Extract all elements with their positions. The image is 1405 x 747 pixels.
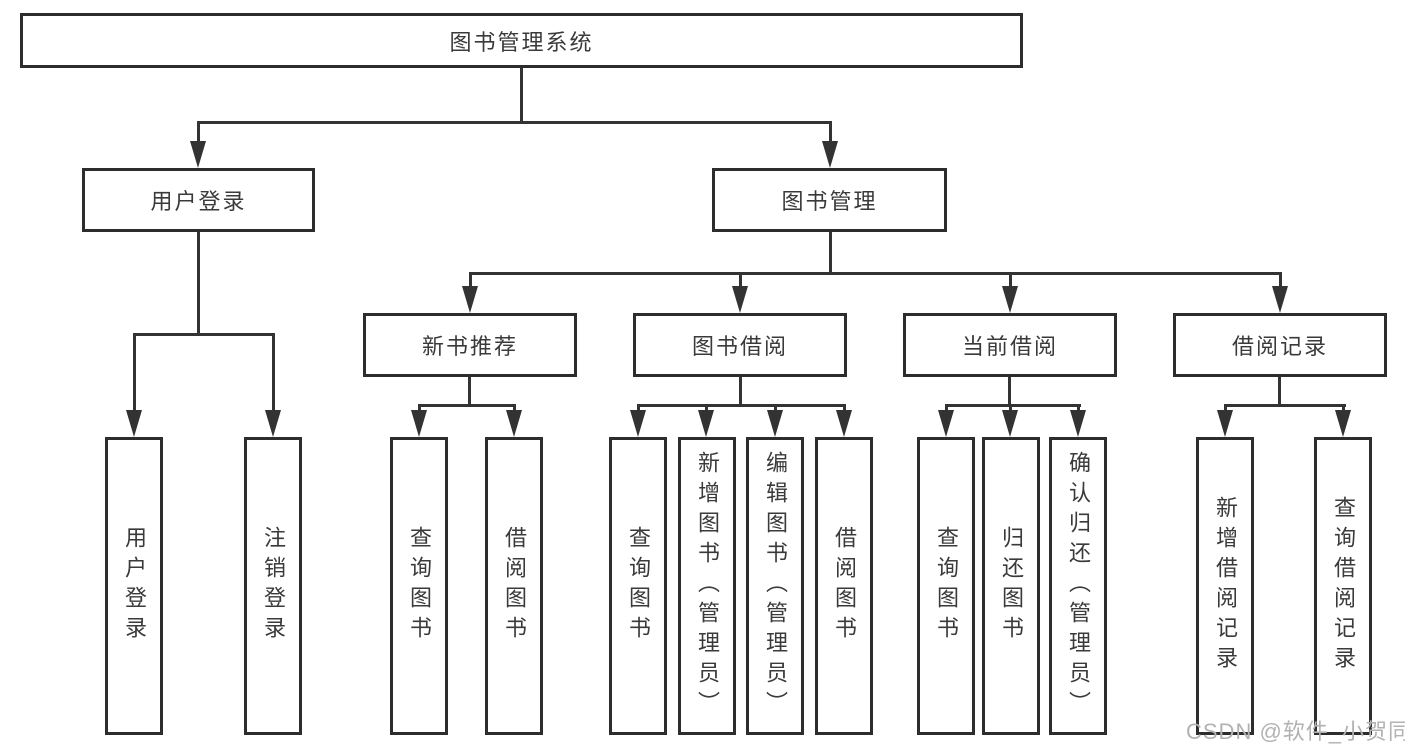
connector-user-login-drop	[197, 232, 200, 335]
connector-current-rail	[945, 404, 1081, 407]
leaf-query-borrow-record: 查询借阅记录	[1314, 437, 1372, 735]
leaf-add-borrow-record: 新增借阅记录	[1196, 437, 1254, 735]
arrow-down-icon	[462, 286, 478, 313]
connector-stub	[1077, 404, 1080, 414]
node-library-system: 图书管理系统	[20, 13, 1023, 68]
leaf-user-login: 用户登录	[105, 437, 163, 735]
connector-stub	[418, 404, 421, 414]
connector-stub	[1009, 404, 1012, 414]
connector-stub-records	[1279, 272, 1282, 290]
arrow-down-icon	[630, 410, 646, 437]
leaf-borrow-books-label: 借阅图书	[832, 526, 857, 646]
connector-user-login-rail	[133, 333, 275, 336]
node-book-management: 图书管理	[712, 168, 947, 232]
arrow-down-icon	[822, 141, 838, 168]
leaf-query-books-recommend: 查询图书	[390, 437, 448, 735]
leaf-return-books: 归还图书	[982, 437, 1040, 735]
connector-stub	[1342, 404, 1345, 414]
connector-stub-book-mgmt	[829, 121, 832, 145]
arrow-down-icon	[698, 410, 714, 437]
connector-stub	[705, 404, 708, 414]
node-borrow-records: 借阅记录	[1173, 313, 1387, 377]
leaf-borrow-books: 借阅图书	[815, 437, 873, 735]
node-book-management-label: 图书管理	[781, 189, 878, 214]
arrow-down-icon	[732, 286, 748, 313]
arrow-down-icon	[506, 410, 522, 437]
leaf-logout: 注销登录	[244, 437, 302, 735]
leaf-query-borrow-record-label: 查询借阅记录	[1331, 496, 1356, 676]
connector-recommend-drop	[468, 377, 471, 407]
leaf-query-books-current: 查询图书	[917, 437, 975, 735]
connector-stub-borrowing	[739, 272, 742, 290]
connector-stub	[945, 404, 948, 414]
connector-borrowing-rail	[637, 404, 846, 407]
connector-current-drop	[1008, 377, 1011, 407]
connector-book-mgmt-drop	[829, 232, 832, 275]
node-current-borrowing-label: 当前借阅	[961, 334, 1058, 359]
arrow-down-icon	[938, 410, 954, 437]
connector-stub-user-login	[197, 121, 200, 145]
arrow-down-icon	[265, 410, 281, 437]
node-user-login: 用户登录	[82, 168, 315, 232]
connector-stub-login	[133, 333, 136, 411]
leaf-confirm-return-admin: 确认归还（管理员）	[1049, 437, 1107, 735]
arrow-down-icon	[1272, 286, 1288, 313]
connector-borrowing-drop	[739, 377, 742, 407]
node-new-book-recommend: 新书推荐	[363, 313, 577, 377]
node-borrow-records-label: 借阅记录	[1231, 334, 1328, 359]
arrow-down-icon	[836, 410, 852, 437]
arrow-down-icon	[1002, 410, 1018, 437]
leaf-add-books-admin: 新增图书（管理员）	[678, 437, 736, 735]
node-book-borrowing-label: 图书借阅	[691, 334, 788, 359]
node-user-login-label: 用户登录	[150, 189, 247, 214]
arrow-down-icon	[1002, 286, 1018, 313]
connector-stub	[513, 404, 516, 414]
node-new-book-recommend-label: 新书推荐	[421, 334, 518, 359]
connector-root-drop	[520, 68, 523, 123]
node-library-system-label: 图书管理系统	[449, 29, 594, 55]
connector-book-mgmt-rail	[469, 272, 1282, 275]
connector-stub	[637, 404, 640, 414]
arrow-down-icon	[1217, 410, 1233, 437]
leaf-edit-books-admin: 编辑图书（管理员）	[746, 437, 804, 735]
leaf-query-books-borrowing-label: 查询图书	[626, 526, 651, 646]
csdn-watermark: CSDN @软件_小贺同学	[1186, 719, 1405, 744]
arrow-down-icon	[190, 141, 206, 168]
connector-records-drop	[1278, 377, 1281, 407]
connector-recommend-rail	[418, 404, 516, 407]
leaf-query-books-borrowing: 查询图书	[609, 437, 667, 735]
leaf-return-books-label: 归还图书	[999, 526, 1024, 646]
node-current-borrowing: 当前借阅	[903, 313, 1117, 377]
connector-stub	[843, 404, 846, 414]
connector-stub-new-books	[469, 272, 472, 290]
connector-stub	[774, 404, 777, 414]
leaf-add-borrow-record-label: 新增借阅记录	[1213, 496, 1238, 676]
connector-stub-logout	[272, 333, 275, 411]
node-book-borrowing: 图书借阅	[633, 313, 847, 377]
leaf-borrow-books-recommend: 借阅图书	[485, 437, 543, 735]
leaf-query-books-current-label: 查询图书	[934, 526, 959, 646]
leaf-query-books-recommend-label: 查询图书	[407, 526, 432, 646]
connector-stub-current	[1009, 272, 1012, 290]
arrow-down-icon	[1070, 410, 1086, 437]
arrow-down-icon	[411, 410, 427, 437]
connector-root-rail	[197, 121, 832, 124]
arrow-down-icon	[126, 410, 142, 437]
connector-records-rail	[1224, 404, 1346, 407]
leaf-user-login-label: 用户登录	[122, 526, 147, 646]
leaf-add-books-admin-label: 新增图书（管理员）	[695, 451, 720, 721]
arrow-down-icon	[767, 410, 783, 437]
leaf-logout-label: 注销登录	[261, 526, 286, 646]
connector-stub	[1224, 404, 1227, 414]
leaf-borrow-books-recommend-label: 借阅图书	[502, 526, 527, 646]
leaf-confirm-return-admin-label: 确认归还（管理员）	[1066, 451, 1091, 721]
arrow-down-icon	[1335, 410, 1351, 437]
leaf-edit-books-admin-label: 编辑图书（管理员）	[763, 451, 788, 721]
